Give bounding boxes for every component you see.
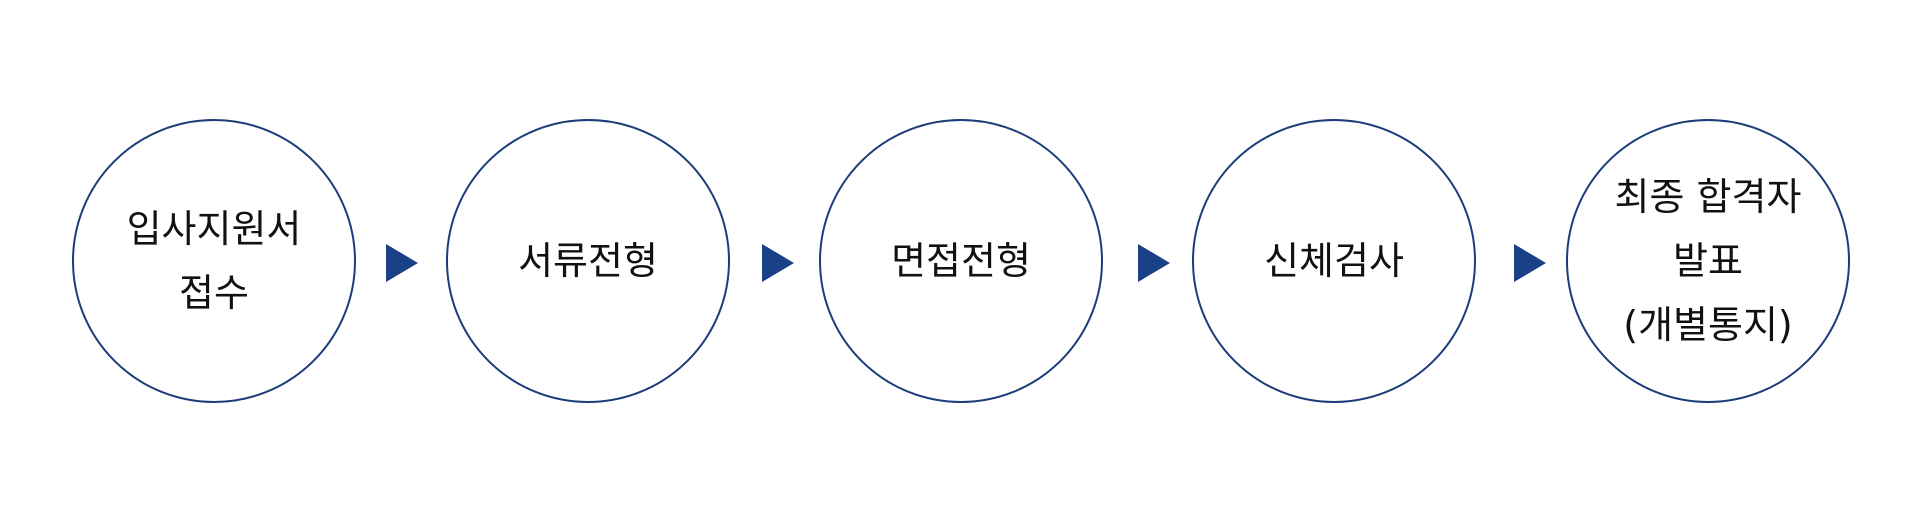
step-document-screening: 서류전형 [446, 119, 730, 403]
step-label-line: (개별통지) [1623, 303, 1793, 347]
step-label-line: 신체검사 [1264, 239, 1404, 283]
step-label-line: 면접전형 [891, 239, 1031, 283]
step-label-line: 최종 합격자 [1614, 175, 1802, 219]
step-physical-exam: 신체검사 [1192, 119, 1476, 403]
step-interview: 면접전형 [819, 119, 1103, 403]
step-final-announcement: 최종 합격자 발표 (개별통지) [1566, 119, 1850, 403]
step-label-line: 서류전형 [518, 239, 658, 283]
arrow-right-icon [762, 244, 794, 282]
arrow-right-icon [386, 244, 418, 282]
step-label-line: 발표 [1673, 239, 1743, 283]
step-application-submission: 입사지원서 접수 [72, 119, 356, 403]
step-label-line: 입사지원서 [126, 207, 302, 251]
step-label-line: 접수 [179, 271, 249, 315]
arrow-right-icon [1514, 244, 1546, 282]
arrow-right-icon [1138, 244, 1170, 282]
